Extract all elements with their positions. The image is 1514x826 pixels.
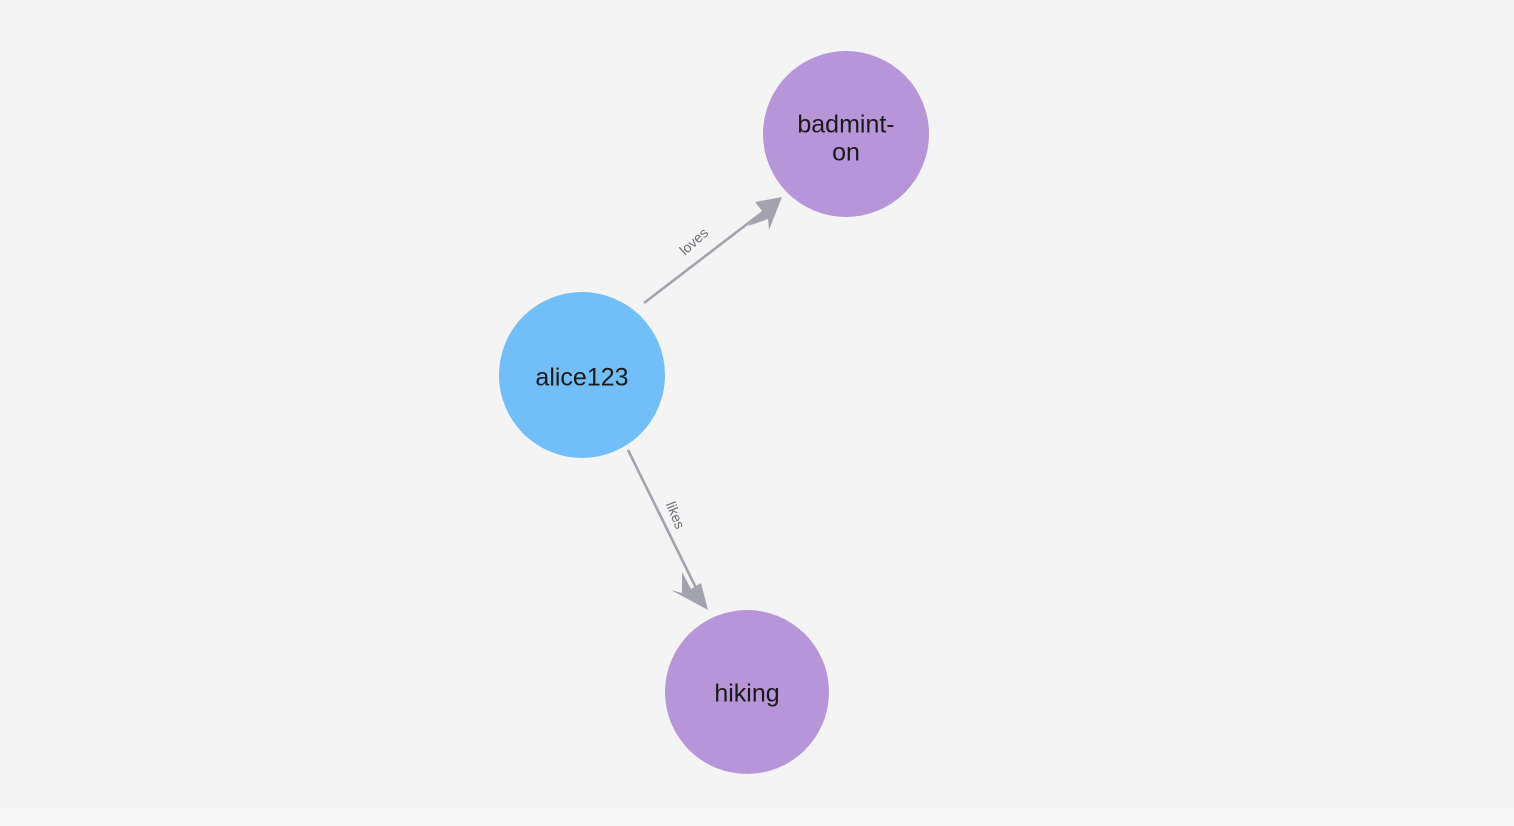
edge-alice123-loves-badminton[interactable]: loves	[643, 197, 782, 305]
edge-line-loves[interactable]	[643, 206, 769, 305]
arrowhead-likes	[671, 572, 708, 610]
edge-label-loves: loves	[676, 224, 711, 258]
nodes-layer: badmint- on alice123 hiking	[499, 51, 929, 774]
graph-node-alice123[interactable]: alice123	[499, 292, 665, 458]
graph-node-badminton[interactable]: badmint- on	[763, 51, 929, 217]
footer-strip	[0, 808, 1514, 826]
node-label-badminton-line-1: badmint-	[797, 111, 894, 139]
node-circle-alice123[interactable]	[499, 292, 665, 458]
node-circle-hiking[interactable]	[665, 610, 829, 774]
node-label-badminton-line-2: on	[832, 139, 860, 167]
node-label-hiking: hiking	[714, 680, 779, 708]
arrowhead-loves	[748, 197, 782, 230]
graph-node-hiking[interactable]: hiking	[665, 610, 829, 774]
edge-line-likes[interactable]	[626, 449, 700, 593]
edge-alice123-likes-hiking[interactable]: likes	[626, 449, 708, 610]
node-label-alice123: alice123	[535, 364, 628, 392]
node-circle-badminton[interactable]	[763, 51, 929, 217]
